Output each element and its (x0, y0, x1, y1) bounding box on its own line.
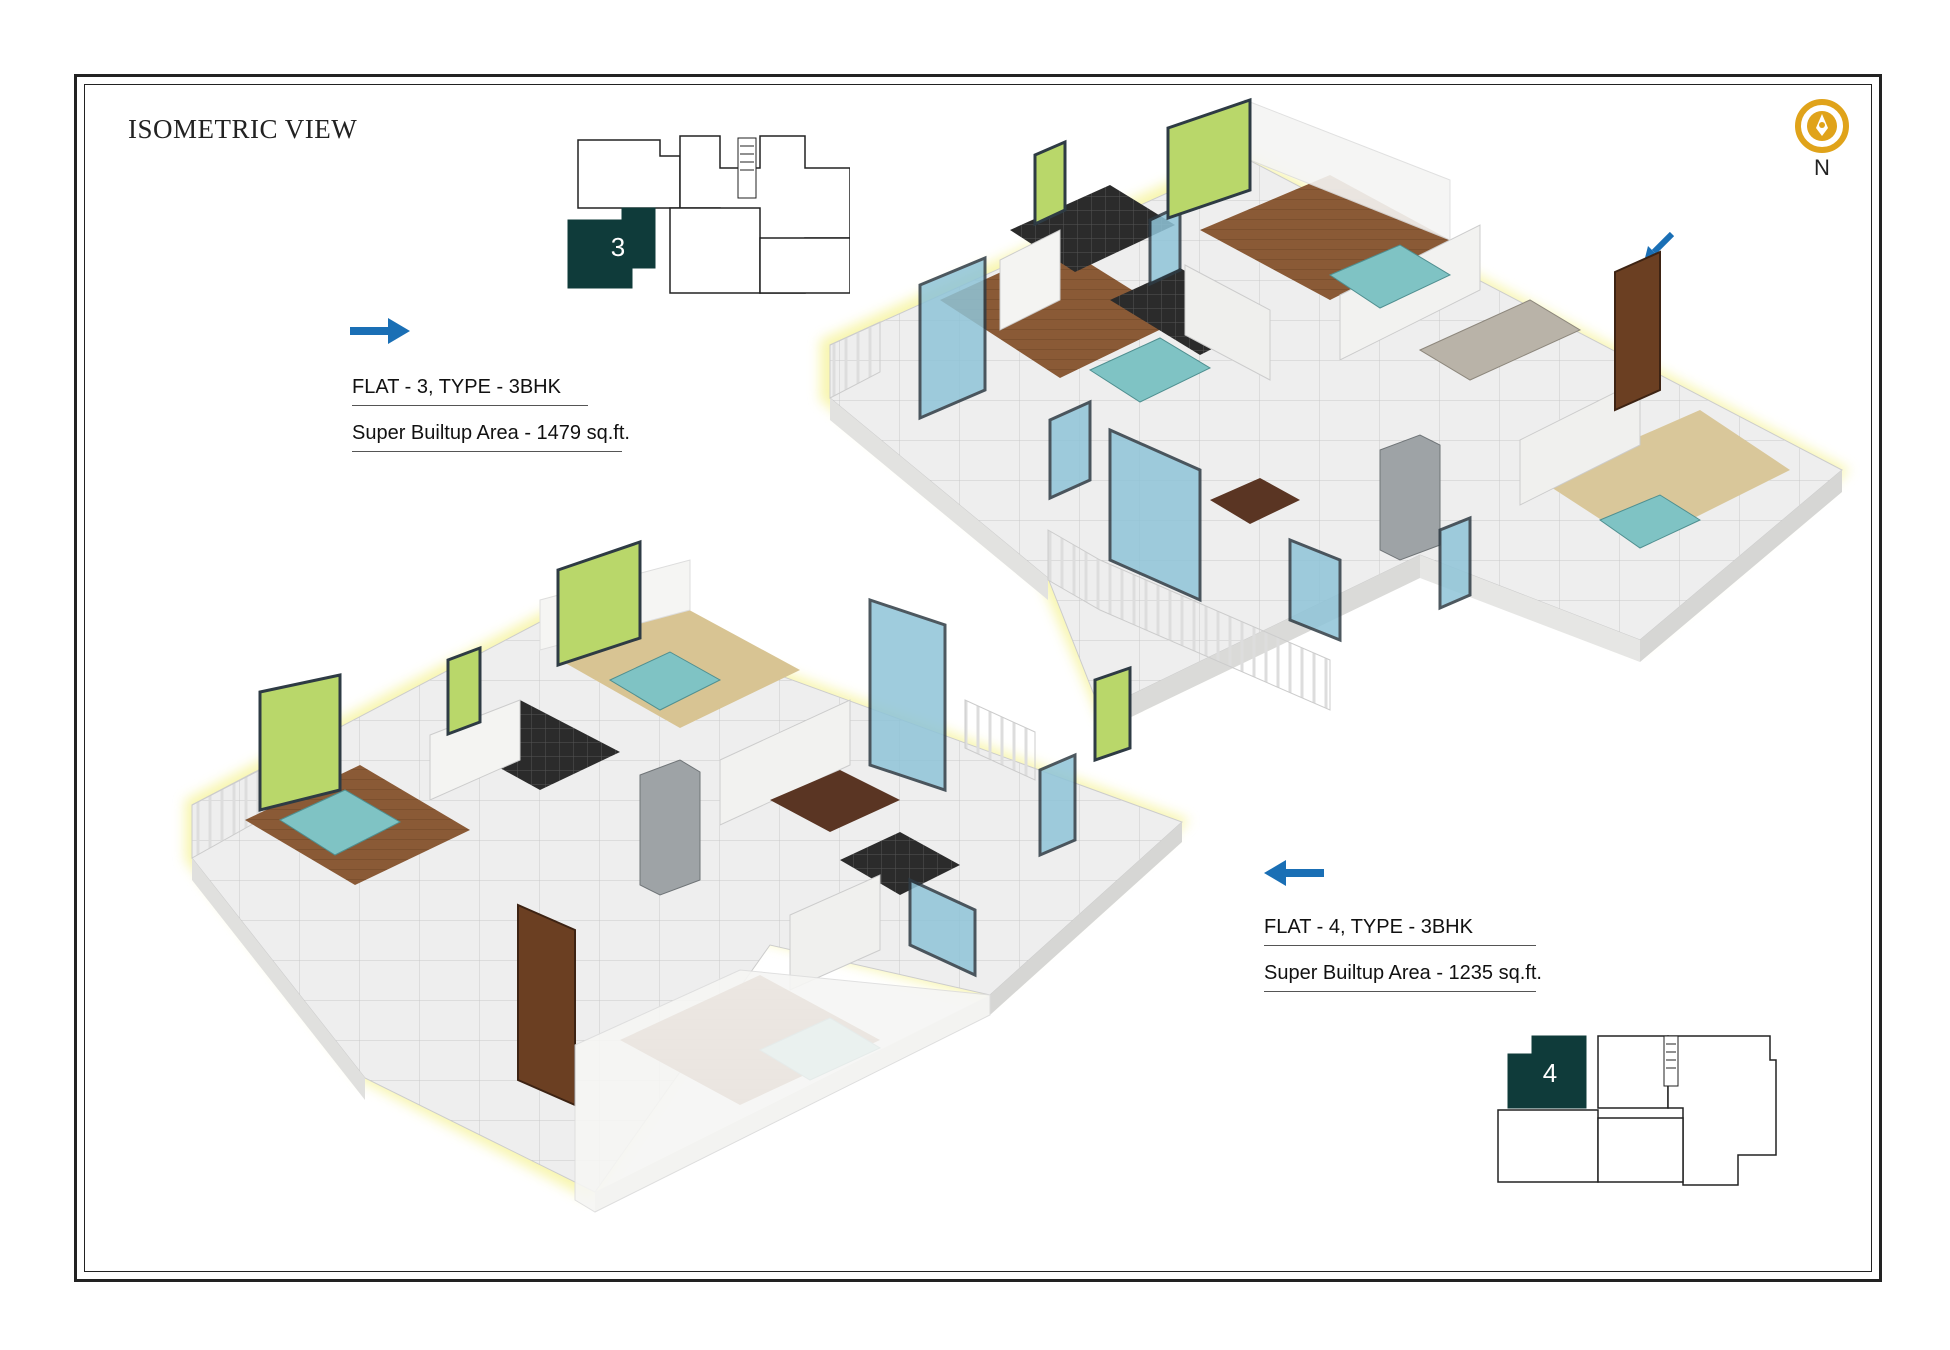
keyplan-unit-4-label: 4 (1543, 1058, 1557, 1088)
keyplan-flat-3: 3 (567, 135, 850, 294)
keyplan-flat-4: 4 (1497, 1035, 1777, 1186)
flat-4-name: FLAT - 4, TYPE - 3BHK (1264, 912, 1536, 946)
north-compass: N (1794, 98, 1850, 180)
entry-arrow-left-icon (1264, 860, 1324, 886)
page-title: ISOMETRIC VIEW (128, 114, 358, 144)
flat-3-area: Super Builtup Area - 1479 sq.ft. (352, 418, 630, 452)
flat-4-render (185, 539, 1190, 1213)
flat-3-info: FLAT - 3, TYPE - 3BHK Super Builtup Area… (352, 372, 630, 464)
north-compass-icon (1795, 99, 1849, 153)
flat-3-render (820, 97, 1850, 732)
outer-frame (74, 74, 1882, 1282)
inner-frame (84, 84, 1872, 1272)
entry-arrow-right-icon (350, 318, 410, 344)
flat-4-area: Super Builtup Area - 1235 sq.ft. (1264, 958, 1542, 992)
flat-3-name: FLAT - 3, TYPE - 3BHK (352, 372, 588, 406)
flat-4-info: FLAT - 4, TYPE - 3BHK Super Builtup Area… (1264, 912, 1542, 1004)
compass-north-label: N (1814, 155, 1830, 180)
keyplan-unit-3-label: 3 (611, 232, 625, 262)
